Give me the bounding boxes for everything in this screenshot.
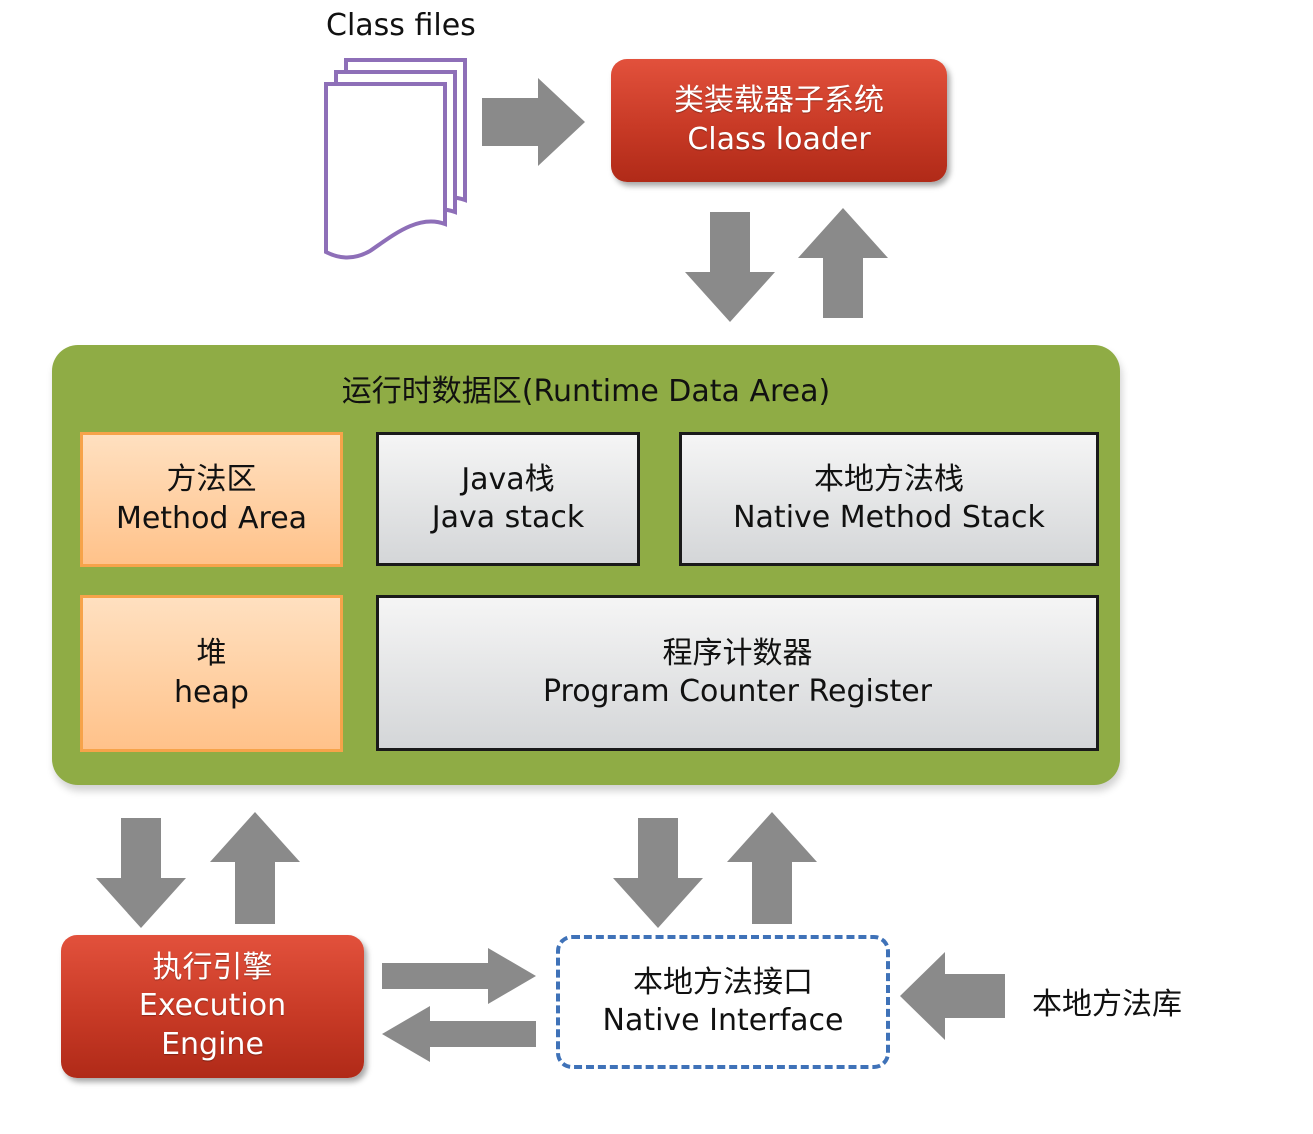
class-files-icon: [324, 58, 467, 260]
java-stack-zh: Java栈: [461, 461, 555, 497]
native-interface-en: Native Interface: [602, 1003, 844, 1038]
arrow-down-icon: [96, 818, 186, 928]
execution-engine-zh: 执行引擎: [152, 949, 273, 985]
arrow-left-icon: [382, 1006, 536, 1062]
method-area-en: Method Area: [115, 500, 308, 536]
heap-box: 堆 heap: [80, 595, 343, 752]
heap-zh: 堆: [196, 636, 227, 672]
arrow-up-icon: [210, 812, 300, 924]
arrow-right-icon: [382, 948, 536, 1004]
program-counter-register-en: Program Counter Register: [542, 674, 933, 709]
method-area-box: 方法区 Method Area: [80, 432, 343, 567]
java-stack-en: Java stack: [431, 500, 585, 535]
program-counter-register-zh: 程序计数器: [662, 635, 813, 671]
execution-engine-en-line2: Engine: [161, 1026, 264, 1062]
arrow-down-icon: [685, 212, 775, 322]
execution-engine-en-line1: Execution: [138, 988, 287, 1024]
native-method-stack-zh: 本地方法栈: [814, 461, 964, 497]
class-files-label: Class files: [326, 8, 476, 43]
native-library-label: 本地方法库: [1032, 987, 1182, 1022]
arrow-right-icon: [482, 78, 585, 166]
class-loader-en: Class loader: [687, 121, 871, 157]
heap-en: heap: [174, 674, 249, 710]
arrow-down-icon: [613, 818, 703, 928]
arrow-left-icon: [900, 952, 1005, 1040]
program-counter-register-box: 程序计数器 Program Counter Register: [376, 595, 1099, 751]
arrow-up-icon: [798, 208, 888, 318]
native-interface-box: 本地方法接口 Native Interface: [556, 935, 890, 1069]
method-area-zh: 方法区: [166, 462, 257, 498]
class-loader-box: 类装载器子系统 Class loader: [611, 59, 947, 182]
execution-engine-box: 执行引擎 Execution Engine: [61, 935, 364, 1078]
native-interface-zh: 本地方法接口: [633, 964, 813, 1000]
native-method-stack-en: Native Method Stack: [733, 500, 1045, 535]
native-method-stack-box: 本地方法栈 Native Method Stack: [679, 432, 1099, 566]
java-stack-box: Java栈 Java stack: [376, 432, 640, 566]
class-loader-zh: 类装载器子系统: [674, 83, 884, 119]
runtime-data-area-title: 运行时数据区(Runtime Data Area): [341, 374, 831, 409]
arrow-up-icon: [727, 812, 817, 924]
